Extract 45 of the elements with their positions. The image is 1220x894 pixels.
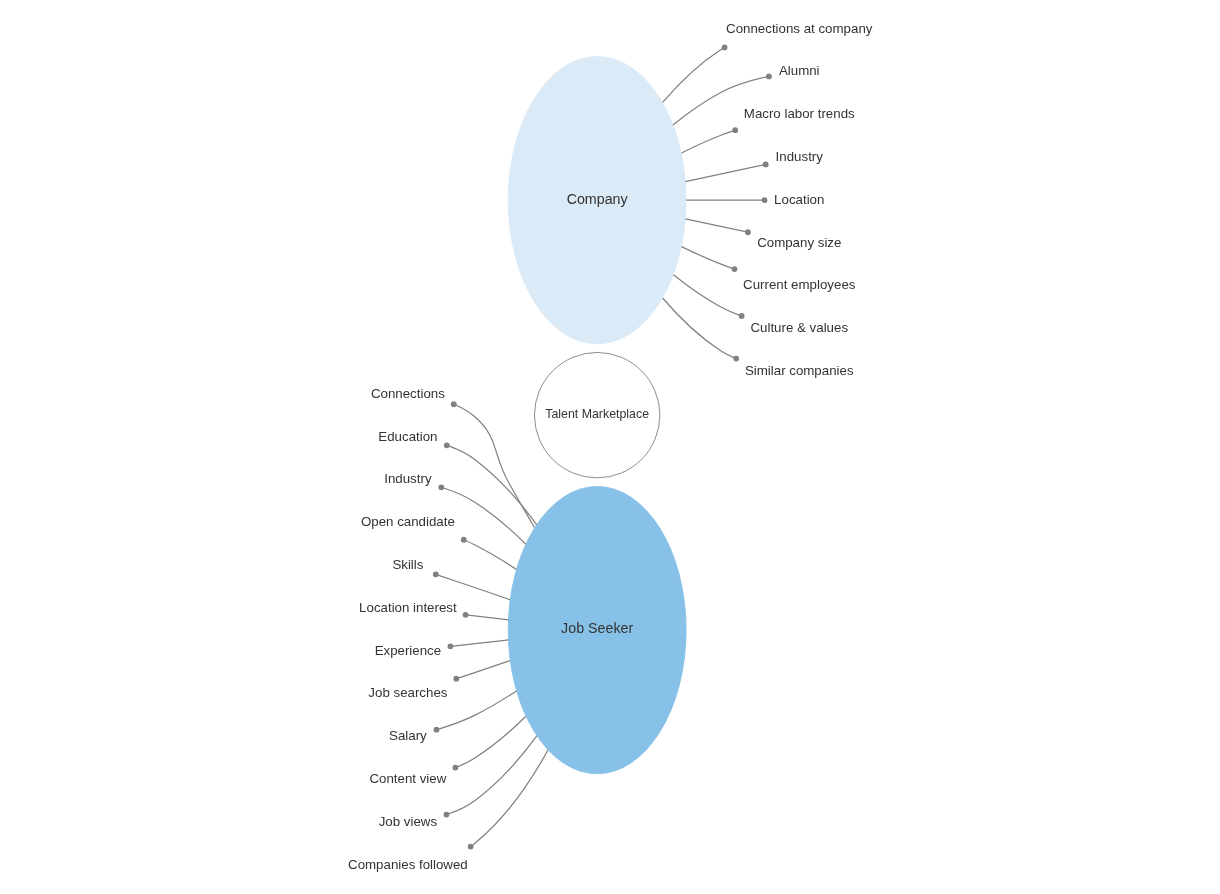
connector xyxy=(684,161,769,183)
node-text: Skills xyxy=(392,556,424,572)
node-text: Similar companies xyxy=(744,362,854,378)
connector xyxy=(460,536,517,570)
connector xyxy=(433,690,518,733)
node-text: Education xyxy=(378,428,438,444)
connector xyxy=(672,73,772,126)
node-text: Location xyxy=(774,191,825,207)
connector xyxy=(453,659,511,682)
connector xyxy=(452,715,527,771)
node-text: Open candidate xyxy=(360,514,455,530)
node-text: Connections xyxy=(370,385,445,401)
node-text: Industry xyxy=(775,148,823,164)
node-text: Current employees xyxy=(743,277,856,293)
connector xyxy=(680,127,739,154)
node-text: Job searches xyxy=(368,685,448,701)
connector xyxy=(685,197,768,204)
node-text: Industry xyxy=(384,471,432,487)
connector xyxy=(443,442,538,526)
connector xyxy=(684,218,751,236)
node-text: Salary xyxy=(389,728,427,744)
connector xyxy=(432,571,511,601)
node-text: Job views xyxy=(378,813,438,829)
node-ellipse: Job Seeker xyxy=(507,486,687,775)
connector xyxy=(661,44,728,104)
node-text: Connections at company xyxy=(726,20,873,36)
node-text: Company size xyxy=(757,234,842,250)
connector xyxy=(672,274,745,319)
node-ellipse: Company xyxy=(507,56,687,345)
node-text: Macro labor trends xyxy=(743,106,855,122)
node-text: Culture & values xyxy=(750,320,849,336)
connector xyxy=(661,297,740,362)
node-text: Location interest xyxy=(359,599,457,615)
node-text: Alumni xyxy=(778,63,820,79)
connector xyxy=(462,611,510,621)
connector xyxy=(467,749,549,850)
node-text: Companies followed xyxy=(348,856,468,872)
node-circle: Talent Marketplace xyxy=(534,351,661,479)
connector xyxy=(680,245,738,272)
node-text: Experience xyxy=(374,642,442,658)
connector xyxy=(447,639,509,650)
connector xyxy=(443,735,538,818)
connector xyxy=(450,401,536,529)
connector xyxy=(438,484,527,545)
node-text: Content view xyxy=(369,770,447,786)
